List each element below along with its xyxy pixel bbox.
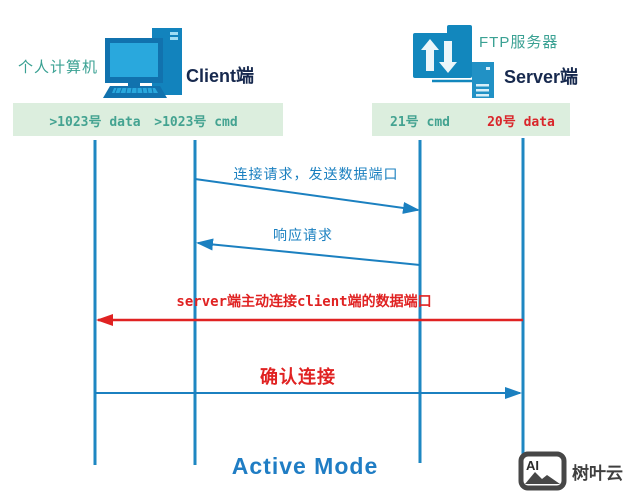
ftp-server-icon	[413, 25, 494, 98]
server-cmd-port-label: 21号 cmd	[390, 115, 450, 130]
message-response-label: 响应请求	[273, 227, 333, 243]
server-endpoint-label: Server端	[504, 67, 579, 87]
message-server-initiates-label: server端主动连接client端的数据端口	[176, 294, 432, 310]
watermark: AI 树叶云	[518, 451, 623, 491]
watermark-brand-label: 树叶云	[572, 463, 623, 483]
watermark-icon-text: AI	[526, 458, 539, 473]
desktop-computer-icon	[103, 28, 182, 98]
message-confirm-label: 确认连接	[260, 367, 336, 387]
server-port-bar: 21号 cmd 20号 data	[372, 103, 570, 136]
server-machine-label: FTP服务器	[479, 34, 559, 51]
diagram-title: Active Mode	[231, 453, 379, 479]
watermark-image-icon: AI	[518, 451, 567, 491]
client-endpoint-label: Client端	[186, 66, 255, 86]
arrow-response	[196, 238, 421, 266]
client-data-port-label: >1023号 data	[49, 115, 141, 130]
client-machine-label: 个人计算机	[18, 59, 99, 76]
client-cmd-port-label: >1023号 cmd	[154, 115, 238, 130]
client-port-bar: >1023号 data >1023号 cmd	[13, 103, 283, 136]
server-data-port-label: 20号 data	[487, 115, 555, 130]
message-connect-request-label: 连接请求，发送数据端口	[233, 166, 399, 182]
